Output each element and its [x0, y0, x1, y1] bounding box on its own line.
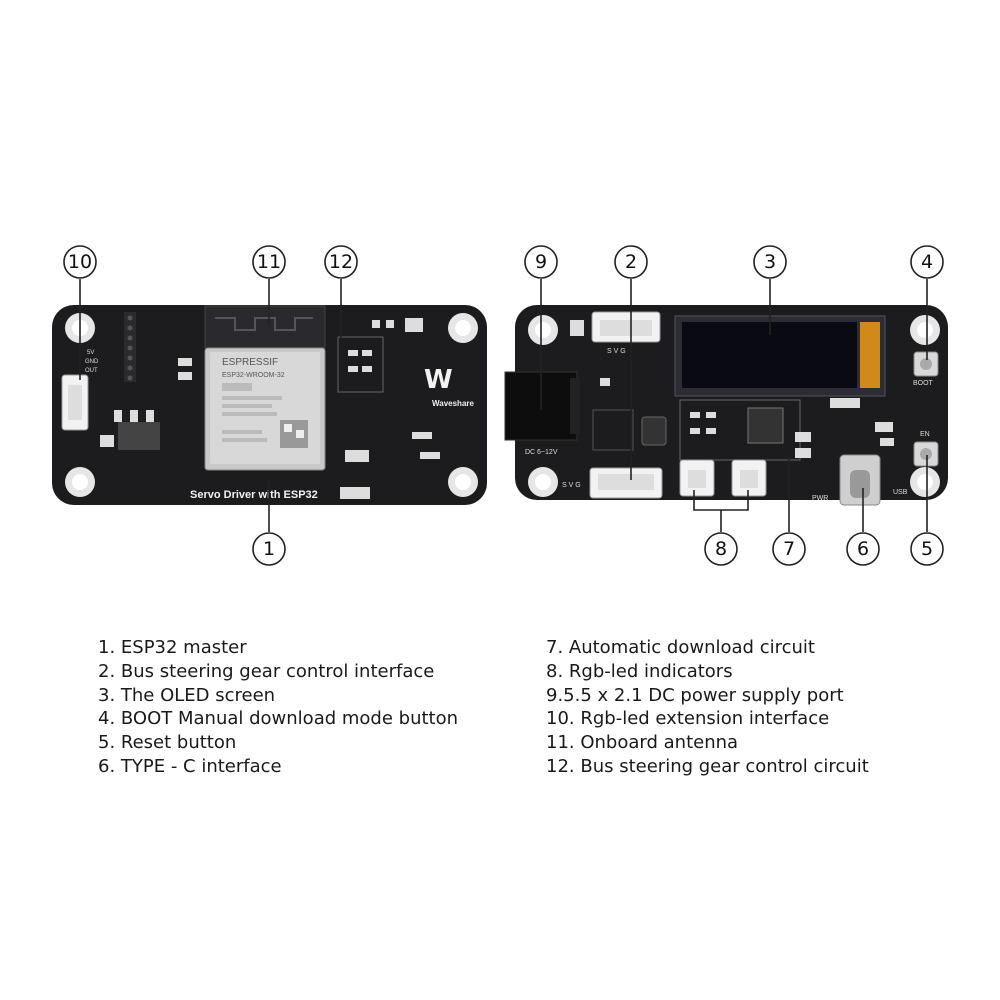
mounting-hole	[65, 313, 478, 497]
legend-item-3: 3. The OLED screen	[98, 684, 276, 706]
callout-8: 8	[704, 532, 738, 566]
callout-6: 6	[846, 532, 880, 566]
legend-item-2: 2. Bus steering gear control interface	[98, 660, 435, 682]
svg-text:12: 12	[329, 251, 353, 273]
svg-label-bottom: S V G	[562, 482, 581, 489]
callout-3: 3	[753, 245, 787, 279]
svg-text:3: 3	[764, 251, 776, 273]
legend-item-1: 1. ESP32 master	[98, 637, 247, 658]
callout-4: 4	[910, 245, 944, 279]
legend-item-10: 10. Rgb-led extension interface	[546, 708, 830, 730]
callout-9: 9	[524, 245, 558, 279]
pin-label-out: OUT	[85, 368, 98, 374]
svg-text:9: 9	[535, 251, 547, 273]
leader-lines	[79, 279, 928, 532]
dc-label: DC 6~12V	[525, 449, 558, 456]
svg-text:2: 2	[625, 251, 637, 273]
callout-2: 2	[614, 245, 648, 279]
callout-5: 5	[910, 532, 944, 566]
board-diagram: ESPRESSIF ESP32-WROOM-32 5V GND OUT	[52, 245, 948, 566]
board-back: DC 6~12V S V G S V G PWR	[504, 305, 948, 506]
legend-item-8: 8. Rgb-led indicators	[546, 660, 733, 682]
board-front: ESPRESSIF ESP32-WROOM-32 5V GND OUT	[52, 305, 487, 505]
callout-11: 11	[252, 245, 286, 279]
svg-text:7: 7	[783, 538, 795, 560]
en-label: EN	[920, 431, 930, 438]
module-model: ESP32-WROOM-32	[222, 372, 285, 379]
esp32-module: ESPRESSIF ESP32-WROOM-32	[204, 347, 326, 471]
legend-item-7: 7. Automatic download circuit	[546, 637, 815, 658]
legend-item-5: 5. Reset button	[98, 732, 237, 754]
callout-1: 1	[252, 532, 286, 566]
svg-text:5: 5	[921, 538, 933, 560]
pin-label-5v: 5V	[87, 350, 94, 356]
callout-10: 10	[63, 245, 97, 279]
legend-right: 7. Automatic download circuit 8. Rgb-led…	[546, 636, 869, 779]
svg-text:4: 4	[921, 251, 933, 273]
legend-item-11: 11. Onboard antenna	[546, 732, 739, 754]
module-brand: ESPRESSIF	[222, 357, 278, 368]
callout-12: 12	[324, 245, 358, 279]
pwr-label: PWR	[812, 495, 828, 502]
pin-header	[124, 312, 136, 382]
pin-label-gnd: GND	[85, 359, 99, 365]
board-title: Servo Driver with ESP32	[190, 489, 318, 501]
svg-text:1: 1	[263, 538, 275, 560]
mounting-hole	[528, 315, 940, 497]
boot-label: BOOT	[913, 380, 934, 387]
legend-left: 1. ESP32 master 2. Bus steering gear con…	[98, 636, 458, 779]
svg-text:8: 8	[715, 538, 727, 560]
svg-label-top: S V G	[607, 348, 626, 355]
onboard-antenna	[204, 305, 326, 349]
legend-item-9: 9.5.5 x 2.1 DC power supply port	[546, 684, 844, 706]
legend-item-12: 12. Bus steering gear control circuit	[546, 755, 869, 777]
waveshare-logo-icon: W	[424, 365, 453, 395]
logo-text: Waveshare	[432, 399, 475, 408]
oled-screen	[674, 315, 886, 397]
svg-text:6: 6	[857, 538, 869, 560]
legend-item-4: 4. BOOT Manual download mode button	[98, 708, 459, 730]
svg-text:10: 10	[68, 251, 92, 273]
usb-label: USB	[893, 489, 908, 496]
svg-text:11: 11	[257, 251, 281, 273]
callout-7: 7	[772, 532, 806, 566]
legend-item-6: 6. TYPE - C interface	[98, 755, 282, 777]
